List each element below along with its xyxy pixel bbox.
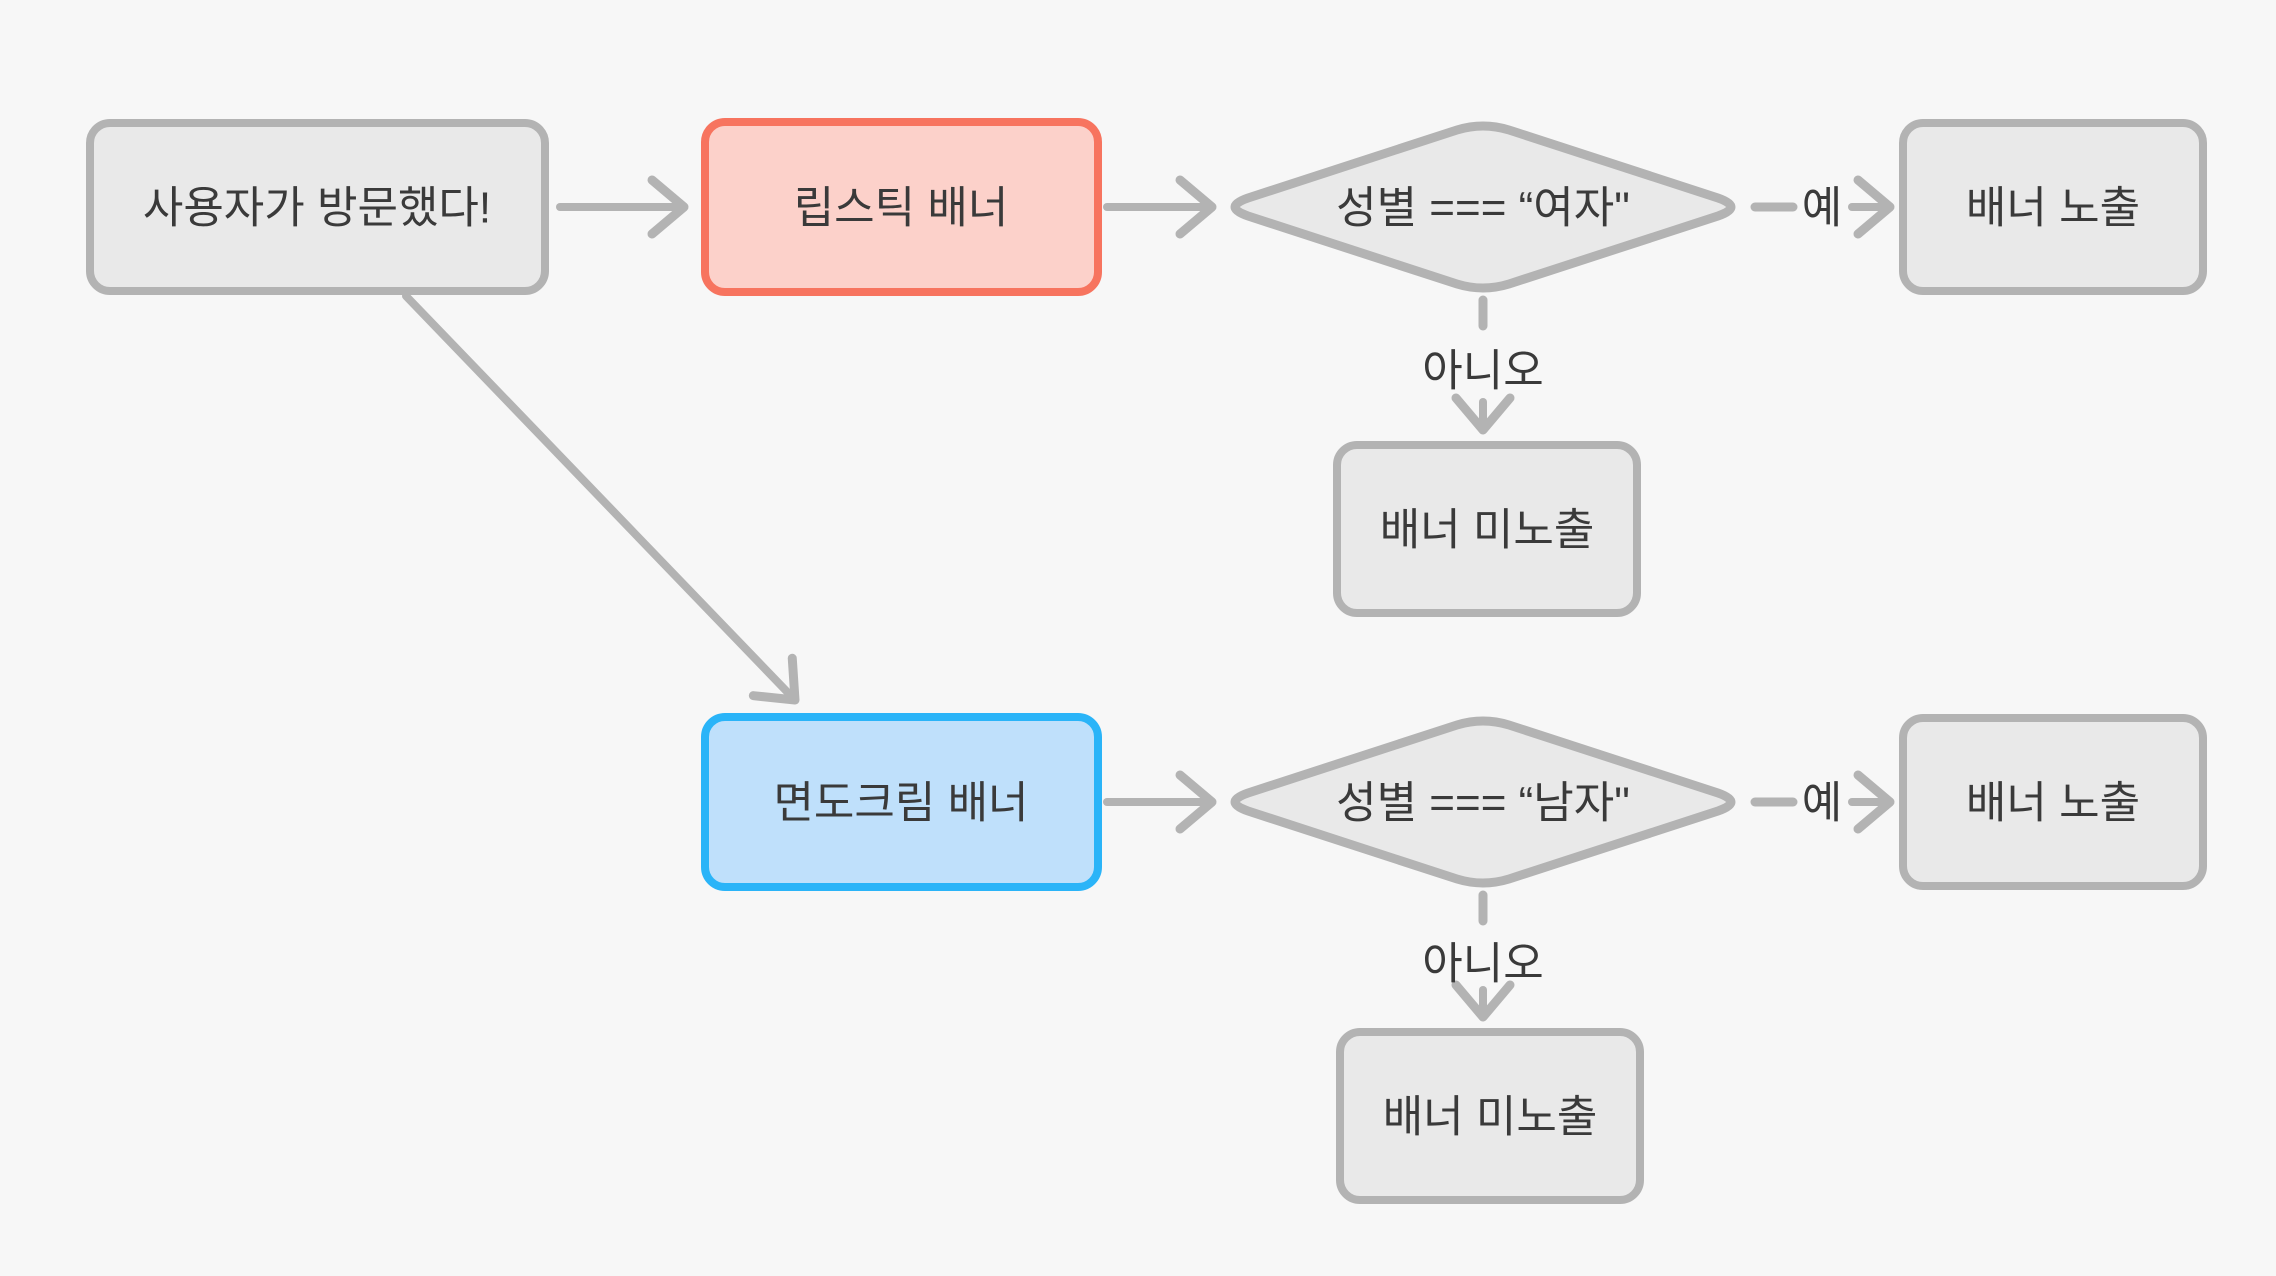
edge-start-to-shaving (402, 292, 800, 705)
node-gender-male-diamond[interactable] (1230, 716, 1736, 888)
node-shaving-cream-banner-label: 면도크림 배너 (773, 778, 1028, 827)
edge-label-yes-male: 예 (1802, 778, 1842, 827)
edge-label-yes-female: 예 (1802, 183, 1842, 232)
node-banner-shown-male-label: 배너 노출 (1966, 778, 2140, 827)
node-start-box[interactable] (86, 119, 549, 295)
node-banner-hidden-male-box[interactable] (1336, 1028, 1644, 1204)
node-gender-female-label: 성별 === “여자" (1336, 183, 1630, 232)
node-banner-hidden-female-box[interactable] (1333, 441, 1641, 617)
edge-label-no-male: 아니오 (1422, 939, 1543, 988)
node-banner-hidden-male-label: 배너 미노출 (1383, 1092, 1598, 1141)
edge-label-no-female: 아니오 (1422, 346, 1543, 395)
node-lipstick-banner-label: 립스틱 배너 (794, 183, 1009, 232)
node-start-label: 사용자가 방문했다! (143, 183, 491, 232)
node-banner-shown-female-label: 배너 노출 (1966, 183, 2140, 232)
node-gender-male-label: 성별 === “남자" (1336, 778, 1630, 827)
node-gender-female-diamond[interactable] (1230, 121, 1736, 293)
node-banner-hidden-female-label: 배너 미노출 (1380, 505, 1595, 554)
node-lipstick-banner-box[interactable] (701, 118, 1102, 296)
node-banner-shown-male-box[interactable] (1899, 714, 2207, 890)
node-shaving-cream-banner-box[interactable] (701, 713, 1102, 891)
node-banner-shown-female-box[interactable] (1899, 119, 2207, 295)
